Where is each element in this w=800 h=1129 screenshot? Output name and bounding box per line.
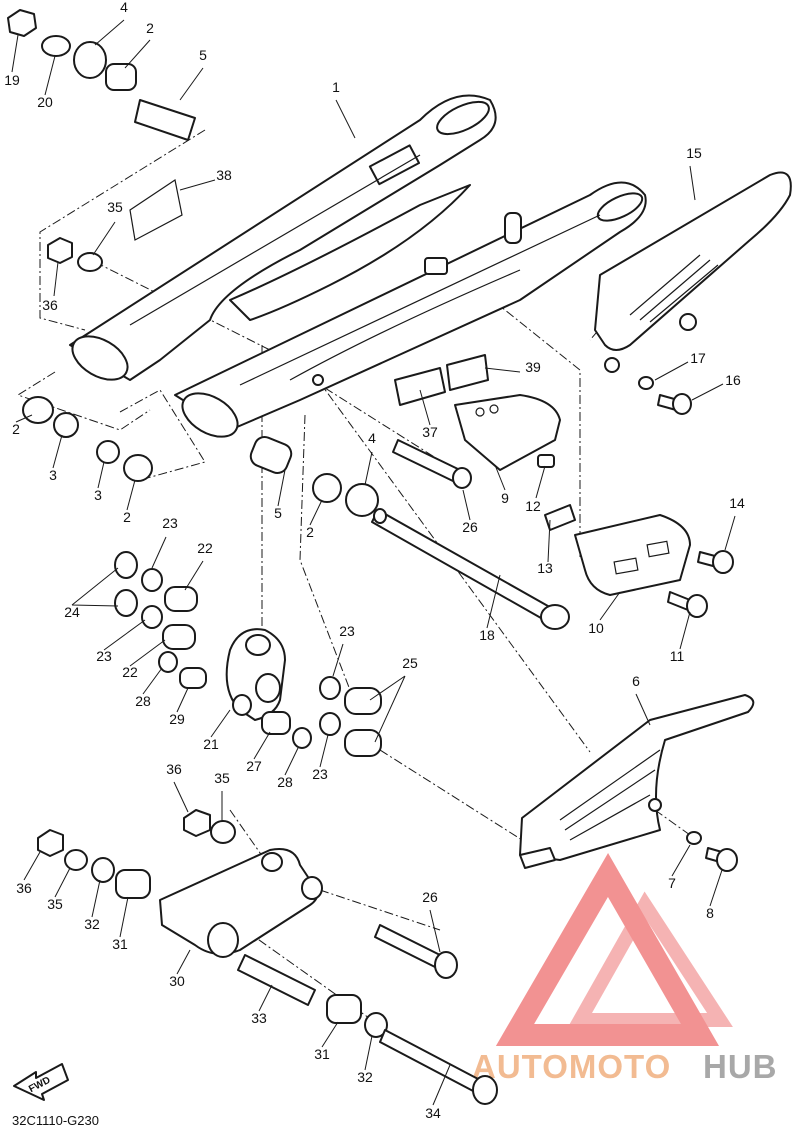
callout-c22a: 22 [197, 540, 213, 556]
callout-c28b: 28 [277, 774, 293, 790]
chain-puller [544, 504, 691, 596]
callout-c23b: 23 [96, 648, 112, 664]
callout-c2d: 2 [306, 524, 314, 540]
bolt-upper [392, 439, 472, 489]
diagram-code: 32C1110-G230 [12, 1113, 99, 1128]
watermark-text-main: AUTOMOTO [472, 1048, 671, 1085]
fasteners-right [638, 376, 738, 872]
callout-c2b: 2 [12, 421, 20, 437]
callout-c9: 9 [501, 490, 509, 506]
callout-c3b: 3 [94, 487, 102, 503]
callout-c18: 18 [479, 627, 495, 643]
callout-c5a: 5 [199, 47, 207, 63]
callout-c33: 33 [251, 1010, 267, 1026]
callout-c35c: 35 [47, 896, 63, 912]
callout-c19: 19 [4, 72, 20, 88]
callout-c36b: 36 [166, 761, 182, 777]
callout-c36a: 36 [42, 297, 58, 313]
callout-c14: 14 [729, 495, 745, 511]
fwd-arrow-icon: FWD [13, 1063, 69, 1101]
callout-c35a: 35 [107, 199, 123, 215]
callout-c12: 12 [525, 498, 541, 514]
callout-c21: 21 [203, 736, 219, 752]
link-hardware [37, 809, 498, 1105]
callout-c28a: 28 [135, 693, 151, 709]
callout-c11: 11 [670, 648, 685, 664]
callout-c16: 16 [725, 372, 741, 388]
callout-c3a: 3 [49, 467, 57, 483]
callout-c5b: 5 [274, 505, 282, 521]
callout-c26b: 26 [422, 889, 438, 905]
callout-c24: 24 [64, 604, 80, 620]
callout-c32b: 32 [357, 1069, 373, 1085]
chain-case [519, 694, 755, 869]
callout-c38: 38 [216, 167, 232, 183]
relay-arm [225, 628, 286, 721]
callout-c6: 6 [632, 673, 640, 689]
chain-guard [594, 171, 792, 373]
callout-c20: 20 [37, 94, 53, 110]
callout-c23c: 23 [339, 623, 355, 639]
callout-c15: 15 [686, 145, 702, 161]
callout-c32a: 32 [84, 916, 100, 932]
callout-c23a: 23 [162, 515, 178, 531]
callout-c10: 10 [588, 620, 604, 636]
callout-c22b: 22 [122, 664, 138, 680]
callout-c1: 1 [332, 79, 340, 95]
callout-c25: 25 [402, 655, 418, 671]
callout-c34: 34 [425, 1105, 441, 1121]
callout-c27: 27 [246, 758, 262, 774]
callout-c4a: 4 [120, 0, 128, 15]
bearing-cluster-right [319, 676, 382, 757]
callout-c23d: 23 [312, 766, 328, 782]
callout-c39: 39 [525, 359, 541, 375]
callout-c37: 37 [422, 424, 438, 440]
callout-c13: 13 [537, 560, 553, 576]
watermark-text-hub: HUB [703, 1048, 778, 1085]
bearing-cluster-left [114, 551, 312, 749]
pivot-bearings-top [7, 9, 379, 517]
callout-c26a: 26 [462, 519, 478, 535]
callout-c36c: 36 [16, 880, 32, 896]
swingarm [69, 94, 647, 438]
callout-c17: 17 [690, 350, 706, 366]
callout-c31a: 31 [112, 936, 128, 952]
callout-c4b: 4 [368, 430, 376, 446]
labels-and-slider [129, 179, 561, 471]
connecting-rod [159, 848, 323, 958]
callout-c2c: 2 [123, 509, 131, 525]
callout-c31b: 31 [314, 1046, 330, 1062]
callout-c29: 29 [169, 711, 185, 727]
leader-lines [11, 19, 736, 1106]
callout-c2a: 2 [146, 20, 154, 36]
callout-c7: 7 [668, 875, 676, 891]
callout-c8: 8 [706, 905, 714, 921]
callout-c30: 30 [169, 973, 185, 989]
watermark-logo: AUTOMOTO HUB [472, 853, 778, 1085]
callout-c35b: 35 [214, 770, 230, 786]
pivot-axle [371, 508, 570, 630]
